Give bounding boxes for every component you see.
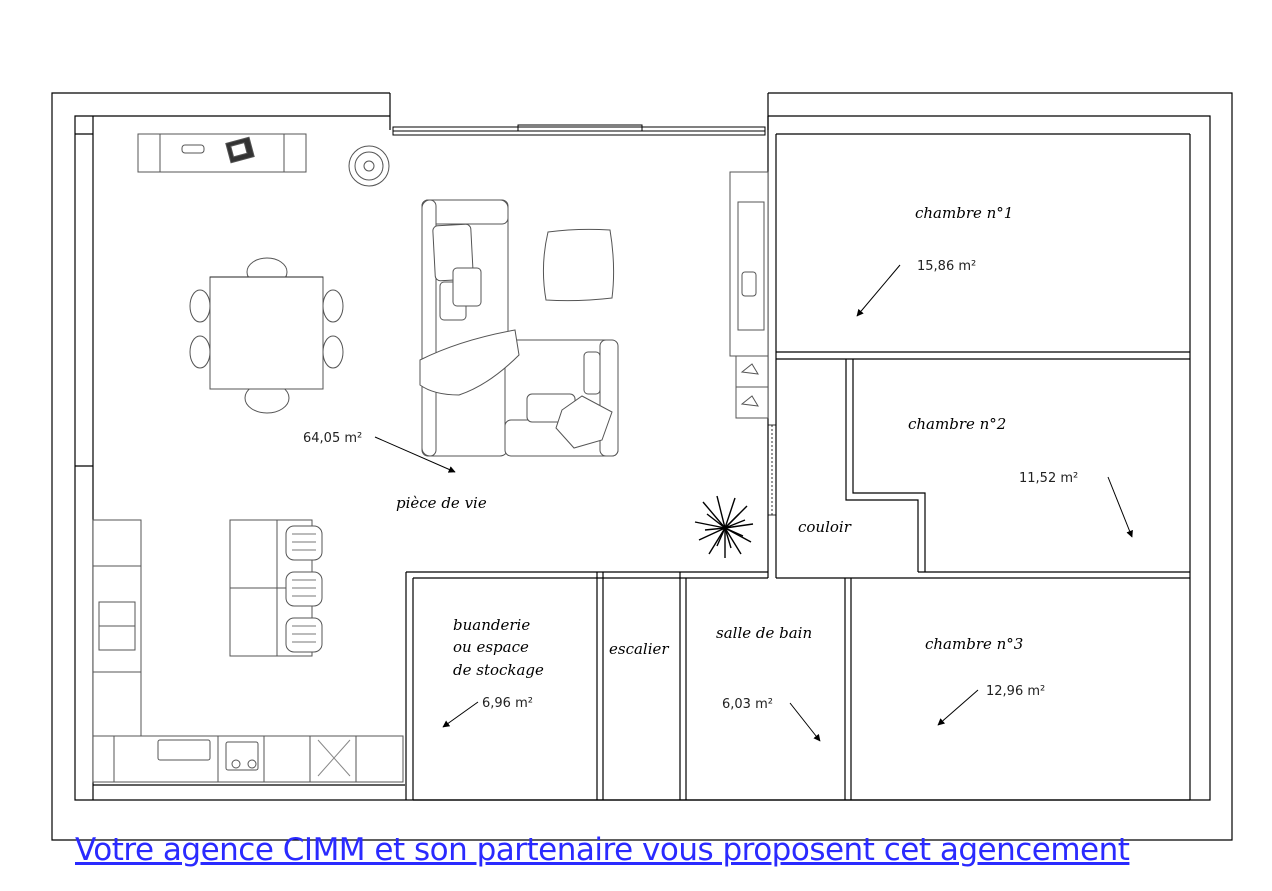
room-name-salle-de-bain: salle de bain bbox=[716, 624, 812, 642]
sofa bbox=[419, 199, 619, 457]
caption-link[interactable]: Votre agence CIMM et son partenaire vous… bbox=[75, 832, 1130, 868]
room-name-buanderie-line1: buanderie bbox=[453, 616, 530, 634]
area-arrows bbox=[374, 264, 1133, 742]
area-chambre2: 11,52 m² bbox=[1019, 471, 1078, 486]
room-name-couloir: couloir bbox=[798, 518, 852, 536]
area-buanderie: 6,96 m² bbox=[482, 696, 533, 711]
outer-walls bbox=[51, 92, 1233, 841]
room-name-buanderie-line2: ou espace bbox=[453, 638, 529, 656]
plant-pot bbox=[348, 145, 390, 187]
room-name-chambre2: chambre n°2 bbox=[908, 415, 1006, 433]
room-name-piece-de-vie: pièce de vie bbox=[396, 494, 487, 512]
room-name-escalier: escalier bbox=[609, 640, 669, 658]
area-salle-de-bain: 6,03 m² bbox=[722, 697, 773, 712]
door-opening bbox=[768, 424, 776, 516]
kitchen-counters bbox=[92, 519, 404, 783]
room-name-buanderie-line3: de stockage bbox=[453, 661, 544, 679]
kitchen-island bbox=[229, 519, 323, 657]
room-name-chambre3: chambre n°3 bbox=[925, 635, 1023, 653]
tv-unit bbox=[729, 171, 769, 419]
area-chambre3: 12,96 m² bbox=[986, 684, 1045, 699]
area-piece-de-vie: 64,05 m² bbox=[303, 431, 362, 446]
room-name-chambre1: chambre n°1 bbox=[915, 204, 1013, 222]
interior-walls bbox=[405, 116, 1191, 801]
ottoman bbox=[542, 228, 615, 302]
sideboard bbox=[137, 133, 307, 173]
bay-window bbox=[392, 124, 766, 136]
dining-table bbox=[189, 257, 344, 414]
palm-plant bbox=[694, 495, 754, 558]
area-chambre1: 15,86 m² bbox=[917, 259, 976, 274]
